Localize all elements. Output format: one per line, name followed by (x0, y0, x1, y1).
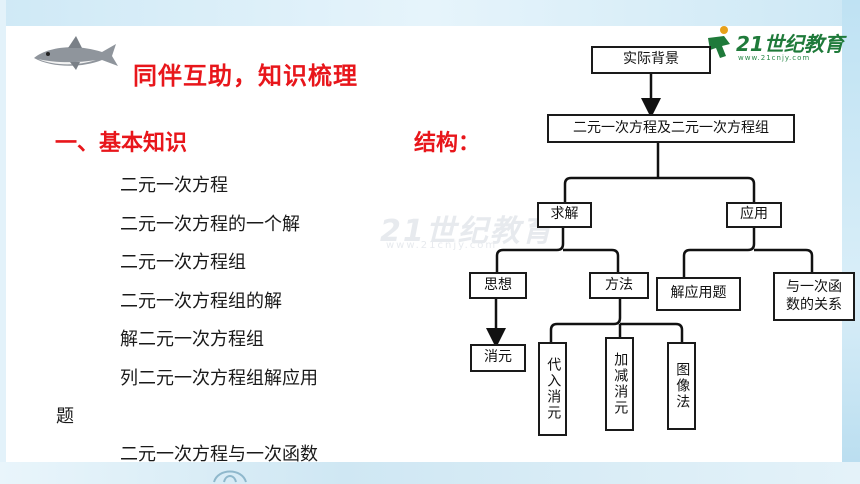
right-border (842, 0, 860, 484)
structure-label: 结构： (414, 131, 481, 156)
knowledge-item: 二元一次方程与一次函数 (120, 444, 318, 465)
knowledge-item: 列二元一次方程组解应用 (120, 368, 318, 389)
node-background: 实际背景 (591, 46, 711, 74)
left-border (0, 0, 6, 484)
node-apply: 应用 (726, 202, 782, 228)
node-solve: 求解 (537, 202, 592, 228)
page-title: 同伴互助，知识梳理 (133, 62, 358, 90)
knowledge-item: 解二元一次方程组 (120, 329, 264, 350)
knowledge-item: 二元一次方程的一个解 (120, 214, 300, 235)
knowledge-item: 二元一次方程组 (120, 252, 246, 273)
shark-icon (34, 36, 118, 70)
watermark-site: www.21cnjy.com (386, 240, 498, 251)
top-border (0, 0, 860, 26)
node-root: 二元一次方程及二元一次方程组 (547, 114, 795, 143)
shell-decoration-icon (213, 470, 247, 483)
node-graph: 图像法 (667, 342, 696, 430)
slide-card (6, 26, 842, 462)
node-substitution: 代入消元 (538, 342, 567, 436)
section-heading: 一、基本知识 (55, 131, 188, 156)
node-idea: 思想 (469, 272, 527, 299)
node-app-problem: 解应用题 (656, 277, 741, 311)
watermark-brand: 21世纪教育 (380, 214, 554, 249)
knowledge-item: 二元一次方程组的解 (120, 291, 282, 312)
node-elim: 消元 (470, 344, 526, 372)
runner-logo-icon (708, 26, 730, 58)
node-addsub: 加减消元 (605, 337, 634, 431)
knowledge-item-wrap: 题 (56, 406, 74, 427)
node-method: 方法 (589, 272, 649, 299)
knowledge-item: 二元一次方程 (120, 175, 228, 196)
node-relation: 与一次函数的关系 (773, 272, 855, 321)
logo-brand: 21世纪教育 (736, 32, 844, 56)
logo-site: www.21cnjy.com (738, 54, 811, 62)
